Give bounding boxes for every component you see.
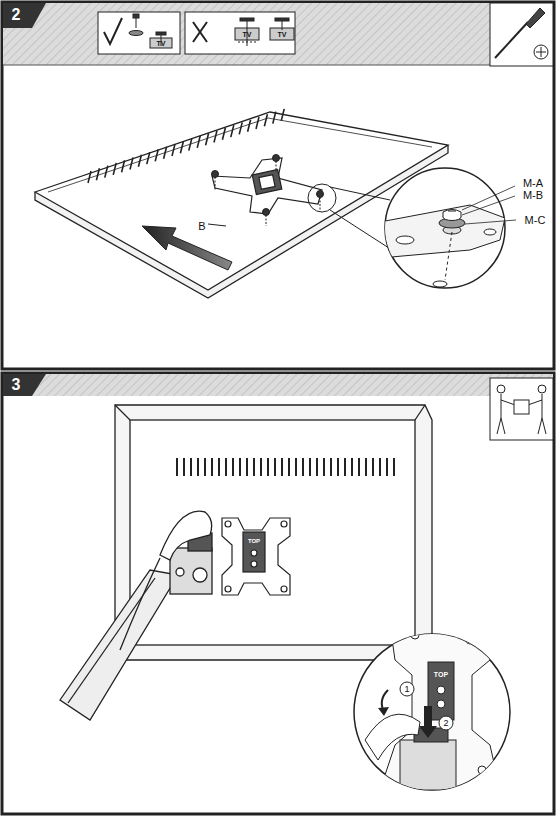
vent-slot — [197, 458, 199, 476]
vent-slot — [393, 458, 395, 476]
vent-slot — [105, 166, 108, 178]
vesa-plate — [222, 518, 290, 595]
vent-slot — [264, 114, 267, 126]
vent-slot — [358, 458, 360, 476]
vent-slot — [113, 163, 116, 175]
header-bar — [3, 374, 553, 396]
direction-arrow — [142, 226, 232, 270]
vent-slot — [232, 458, 234, 476]
panel-frame — [2, 2, 554, 369]
plate-mark: TOP — [248, 538, 260, 544]
detail-marker — [308, 184, 336, 212]
vent-slot — [260, 458, 262, 476]
vent-slot — [379, 458, 381, 476]
monitor-back — [115, 405, 432, 660]
vent-slot — [138, 155, 141, 167]
vent-slot — [189, 139, 192, 151]
tv-tag: TV — [278, 31, 287, 38]
vent-slot — [180, 141, 183, 153]
part-label: M-B — [523, 190, 543, 201]
vent-slot — [172, 144, 175, 156]
plate-mark: TOP — [434, 671, 448, 678]
vent-slot — [273, 112, 276, 124]
part-leader — [208, 224, 226, 226]
vent-slots — [177, 458, 394, 476]
vent-slot — [309, 458, 311, 476]
vent-slot — [190, 458, 192, 476]
callout-number: 1 — [404, 685, 409, 694]
vent-slot — [365, 458, 367, 476]
vent-slot — [130, 158, 133, 170]
tv-tag: TV — [243, 31, 252, 38]
header-bar — [3, 3, 553, 65]
vent-slot — [88, 171, 91, 183]
vent-slot — [351, 458, 353, 476]
vent-slot — [372, 458, 374, 476]
vent-slot — [295, 458, 297, 476]
vent-slot — [225, 458, 227, 476]
part-label: B — [198, 221, 205, 232]
vent-slot — [323, 458, 325, 476]
vent-slot — [337, 458, 339, 476]
part-label: M-C — [525, 215, 546, 226]
vent-slot — [316, 458, 318, 476]
two-person-icon — [490, 378, 553, 440]
monitor-arm — [60, 511, 212, 720]
vent-slot — [248, 120, 251, 132]
vent-slot — [246, 458, 248, 476]
vent-slot — [155, 149, 158, 161]
callout-number: 2 — [443, 719, 448, 728]
vent-slot — [239, 458, 241, 476]
step-number: 2 — [12, 7, 21, 23]
vent-slot — [122, 160, 125, 172]
screw-ok-icon — [98, 12, 180, 54]
vent-slot — [281, 458, 283, 476]
detail-leader — [330, 187, 390, 200]
vent-slot — [218, 458, 220, 476]
vent-slot — [206, 133, 209, 145]
vent-slot — [231, 125, 234, 137]
part-label: M-A — [523, 178, 543, 189]
vent-slot — [386, 458, 388, 476]
vent-slot — [214, 131, 217, 143]
screw-wrong-icon — [185, 12, 295, 54]
vent-slot — [281, 109, 284, 121]
vent-slot — [197, 136, 200, 148]
screw — [212, 155, 324, 227]
vesa-plate — [212, 158, 322, 214]
vent-slot — [253, 458, 255, 476]
panel-frame — [2, 373, 554, 814]
detail-zoom — [354, 625, 510, 790]
vent-slot — [256, 117, 259, 129]
vent-slot — [239, 122, 242, 134]
vent-slot — [183, 458, 185, 476]
detail-zoom — [380, 168, 516, 288]
detail-leader — [330, 210, 392, 250]
vent-slot — [147, 152, 150, 164]
step-badge — [3, 374, 46, 396]
vent-slot — [344, 458, 346, 476]
step-number: 3 — [12, 377, 21, 393]
vent-slot — [204, 458, 206, 476]
vent-slot — [267, 458, 269, 476]
screwdriver-icon — [490, 3, 553, 66]
tv-tag: TV — [157, 40, 166, 47]
vent-slot — [164, 147, 167, 159]
step-badge — [3, 3, 46, 28]
vent-slot — [211, 458, 213, 476]
vent-slot — [288, 458, 290, 476]
vent-slot — [274, 458, 276, 476]
monitor-back — [35, 112, 448, 298]
vent-slot — [330, 458, 332, 476]
vent-slot — [96, 168, 99, 180]
vent-slot — [176, 458, 178, 476]
vent-slot — [222, 128, 225, 140]
vent-slot — [302, 458, 304, 476]
